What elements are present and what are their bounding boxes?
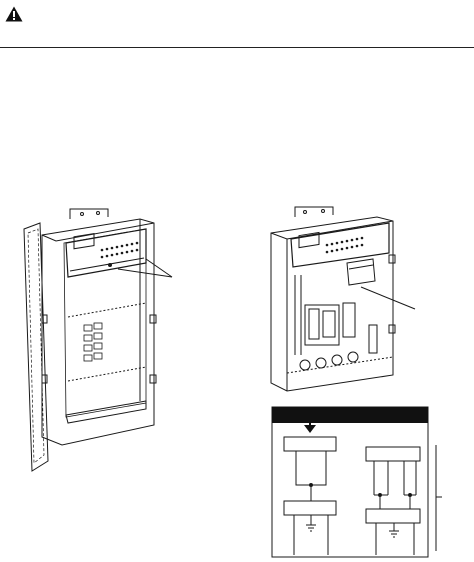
header-bar: [0, 0, 474, 48]
enclosure-interior-illustration: [270, 206, 416, 392]
warning-triangle-icon: [5, 6, 23, 22]
enclosure-door-open-illustration: [23, 208, 173, 472]
wiring-diagram-illustration: [271, 406, 442, 558]
header-divider: [0, 47, 474, 48]
